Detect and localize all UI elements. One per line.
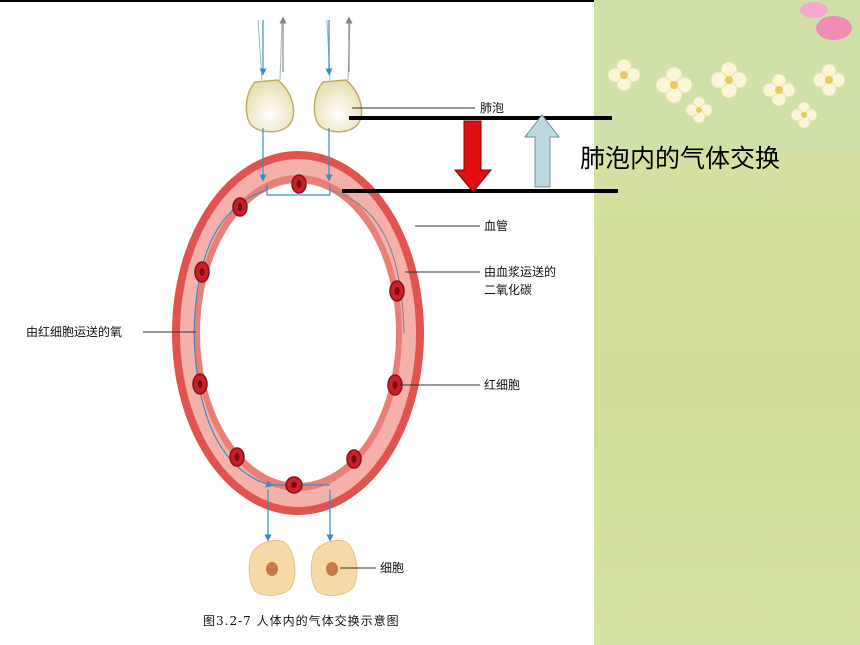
label-vessel: 血管 bbox=[484, 219, 509, 233]
label-co2-line2: 二氧化碳 bbox=[484, 283, 533, 297]
label-co2-line1: 由血浆运送的 bbox=[484, 265, 557, 279]
label-alveolus: 肺泡 bbox=[480, 101, 505, 115]
blue-up-arrow bbox=[523, 114, 561, 188]
upper-bar bbox=[349, 116, 612, 120]
label-rbc: 红细胞 bbox=[484, 378, 521, 392]
blood-vessel bbox=[172, 151, 424, 515]
flower-garland-image bbox=[594, 0, 860, 150]
alveoli bbox=[245, 19, 363, 133]
red-down-arrow bbox=[453, 120, 493, 193]
lower-bar bbox=[342, 189, 618, 193]
label-oxygen: 由红细胞运送的氧 bbox=[26, 325, 123, 339]
label-cell: 细胞 bbox=[380, 561, 405, 575]
slide-title: 肺泡内的气体交换 bbox=[580, 144, 781, 173]
co2-flow-path bbox=[329, 189, 405, 334]
tissue-cells bbox=[248, 539, 358, 596]
figure-caption: 图3.2-7 人体内的气体交换示意图 bbox=[203, 614, 400, 628]
